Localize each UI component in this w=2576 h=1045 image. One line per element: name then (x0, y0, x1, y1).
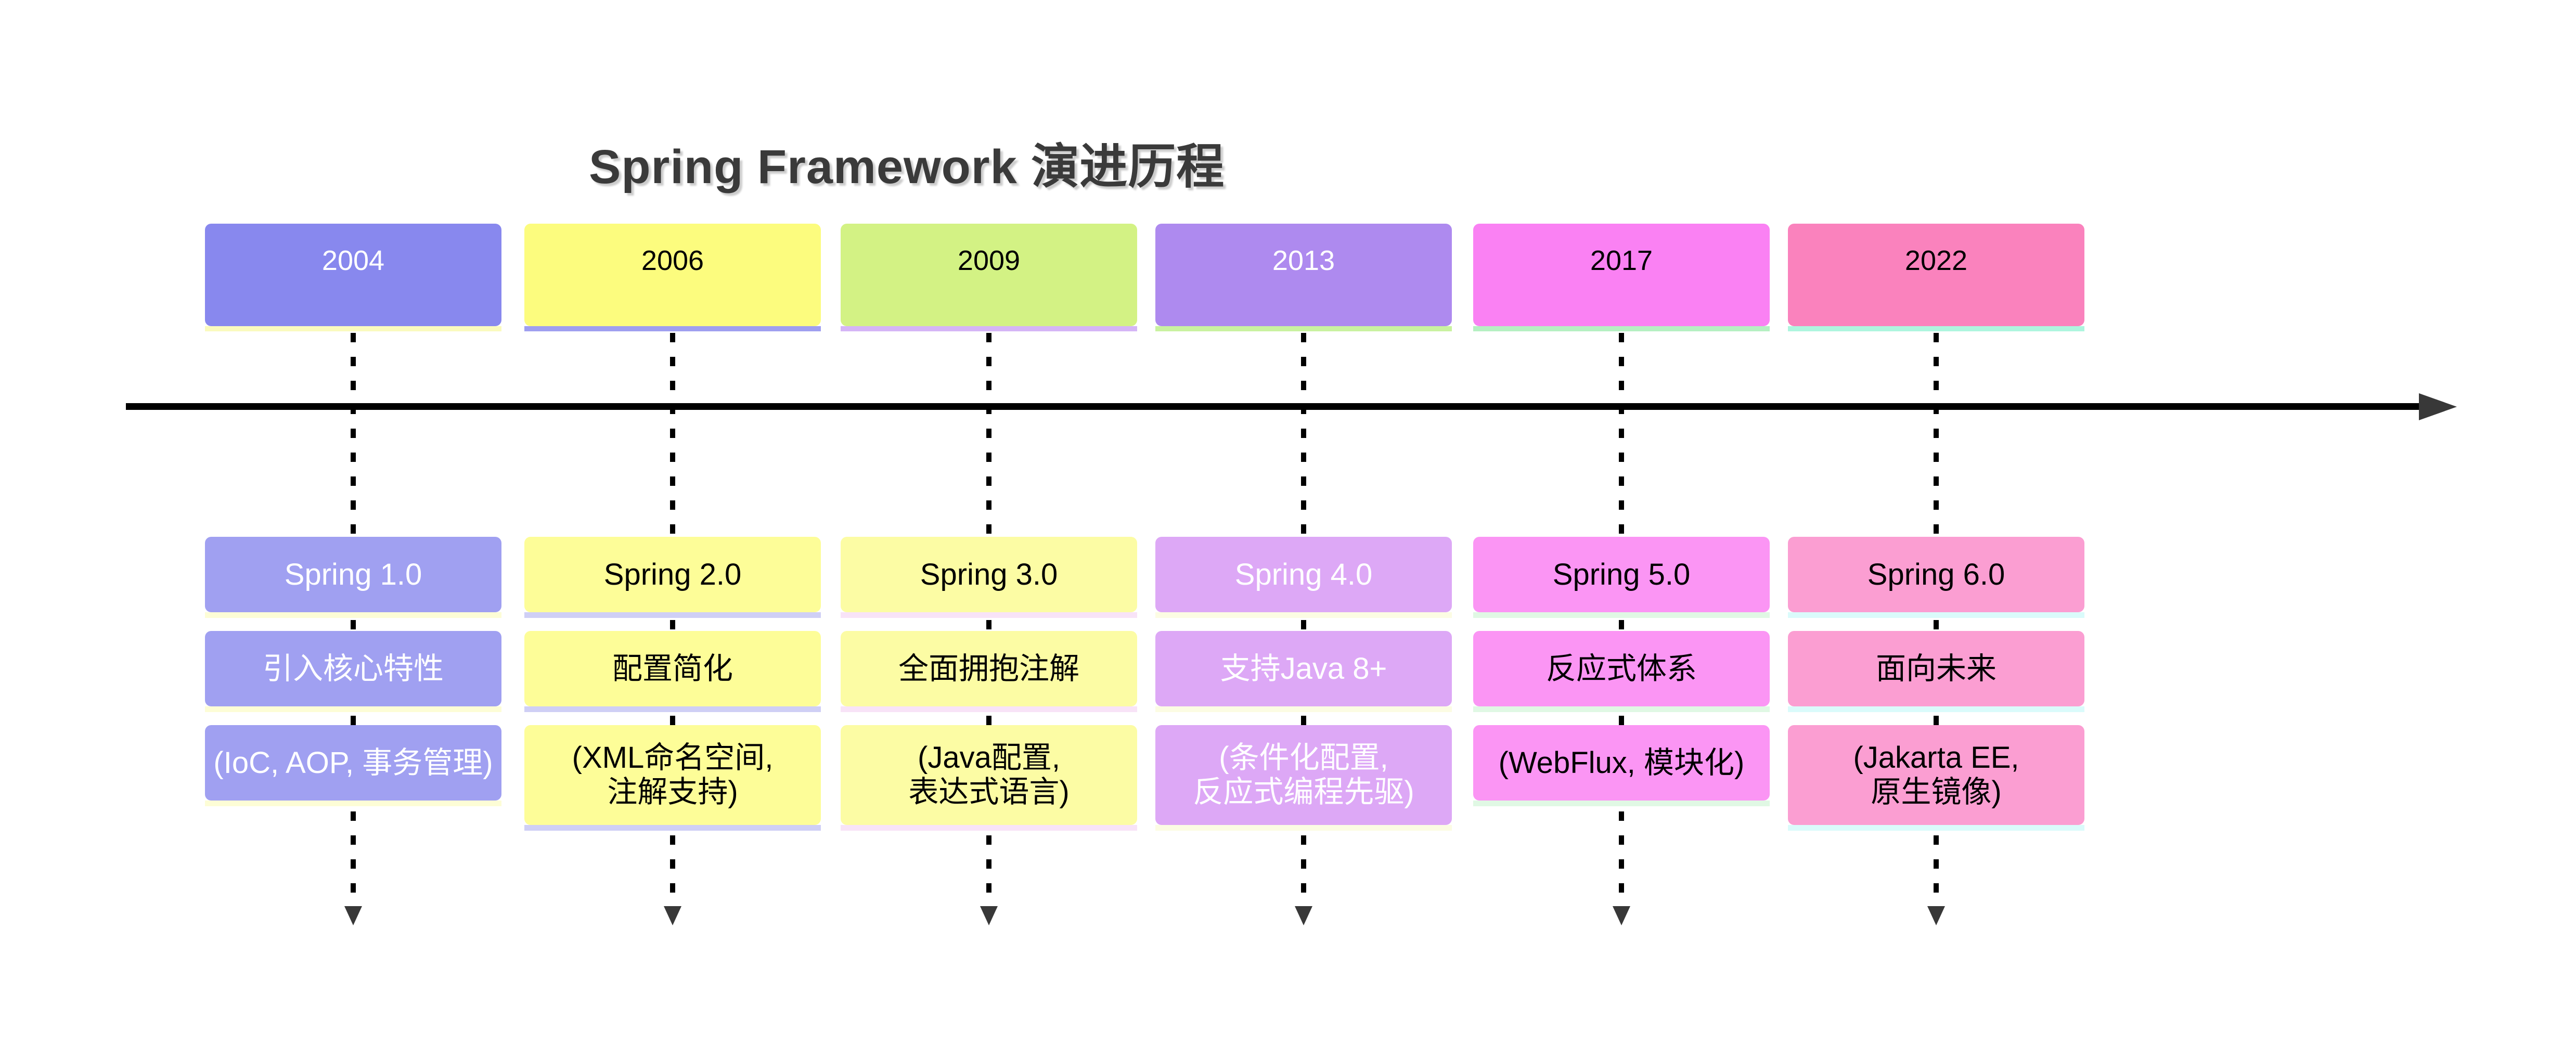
down-arrowhead-icon (980, 906, 998, 925)
box-shadow-strip (1473, 801, 1770, 806)
details-line: (XML命名空间, (572, 741, 774, 775)
details-line: (条件化配置, (1219, 741, 1388, 775)
dashed-connector-line (670, 333, 675, 906)
down-arrowhead-icon (1295, 906, 1312, 925)
theme-box: 反应式体系 (1473, 631, 1770, 712)
box-shadow-strip (1788, 612, 2084, 618)
version-box: Spring 1.0 (205, 537, 501, 618)
details-box: (Java配置, 表达式语言) (841, 725, 1137, 831)
year-period-box: 2004 (205, 224, 501, 331)
box-shadow-strip (524, 706, 821, 712)
timeline-column: 2009 Spring 3.0 全面拥抱注解 (Java配置, 表达式语言) (841, 0, 1137, 1045)
year-label: 2006 (641, 245, 704, 276)
version-label: Spring 5.0 (1552, 557, 1691, 591)
version-label: Spring 2.0 (603, 557, 742, 591)
year-label: 2013 (1272, 245, 1335, 276)
theme-box: 支持Java 8+ (1155, 631, 1452, 712)
timeline-column: 2022 Spring 6.0 面向未来 (Jakarta EE, 原生镜像) (1788, 0, 2084, 1045)
box-shadow-strip (1155, 825, 1452, 831)
box-shadow-strip (205, 612, 501, 618)
year-period-box: 2009 (841, 224, 1137, 331)
theme-box: 面向未来 (1788, 631, 2084, 712)
details-line: 表达式语言) (908, 775, 1070, 809)
details-line: 原生镜像) (1871, 775, 2002, 809)
box-shadow-strip (524, 612, 821, 618)
theme-box: 引入核心特性 (205, 631, 501, 712)
box-shadow-strip (841, 825, 1137, 831)
year-label: 2009 (957, 245, 1021, 276)
version-label: Spring 4.0 (1234, 557, 1373, 591)
box-shadow-strip (205, 706, 501, 712)
year-label: 2022 (1904, 245, 1968, 276)
time-axis-line (126, 403, 2420, 410)
box-shadow-strip (1155, 612, 1452, 618)
diagram-title: Spring Framework 演进历程 (589, 140, 1225, 193)
box-shadow-strip (1473, 612, 1770, 618)
box-shadow-strip (524, 326, 821, 331)
details-line: (Jakarta EE, (1853, 741, 2019, 775)
box-shadow-strip (205, 801, 501, 806)
details-line: (WebFlux, 模块化) (1498, 745, 1745, 780)
dashed-connector-line (351, 333, 356, 906)
year-label: 2004 (321, 245, 385, 276)
timeline-column: 2013 Spring 4.0 支持Java 8+ (条件化配置, 反应式编程先… (1155, 0, 1452, 1045)
year-period-box: 2013 (1155, 224, 1452, 331)
version-box: Spring 4.0 (1155, 537, 1452, 618)
right-arrowhead-icon (2419, 393, 2457, 420)
theme-label: 支持Java 8+ (1220, 651, 1387, 686)
theme-label: 全面拥抱注解 (898, 651, 1079, 686)
theme-label: 反应式体系 (1545, 651, 1697, 686)
down-arrowhead-icon (1927, 906, 1945, 925)
box-shadow-strip (1473, 706, 1770, 712)
version-label: Spring 6.0 (1867, 557, 2005, 591)
details-line: 反应式编程先驱) (1193, 775, 1414, 809)
dashed-connector-line (1619, 333, 1624, 906)
details-box: (IoC, AOP, 事务管理) (205, 725, 501, 806)
version-label: Spring 1.0 (284, 557, 422, 591)
box-shadow-strip (524, 825, 821, 831)
box-shadow-strip (841, 706, 1137, 712)
details-box: (条件化配置, 反应式编程先驱) (1155, 725, 1452, 831)
box-shadow-strip (1155, 326, 1452, 331)
version-label: Spring 3.0 (920, 557, 1058, 591)
theme-label: 配置简化 (612, 651, 733, 686)
box-shadow-strip (1788, 825, 2084, 831)
dashed-connector-line (1934, 333, 1939, 906)
details-line: 注解支持) (607, 775, 738, 809)
theme-box: 配置简化 (524, 631, 821, 712)
timeline-column: 2006 Spring 2.0 配置简化 (XML命名空间, 注解支持) (524, 0, 821, 1045)
box-shadow-strip (1788, 706, 2084, 712)
year-period-box: 2022 (1788, 224, 2084, 331)
box-shadow-strip (1155, 706, 1452, 712)
down-arrowhead-icon (664, 906, 681, 925)
version-box: Spring 2.0 (524, 537, 821, 618)
version-box: Spring 3.0 (841, 537, 1137, 618)
box-shadow-strip (1473, 326, 1770, 331)
theme-label: 引入核心特性 (262, 651, 444, 686)
theme-box: 全面拥抱注解 (841, 631, 1137, 712)
details-box: (WebFlux, 模块化) (1473, 725, 1770, 806)
year-label: 2017 (1590, 245, 1653, 276)
down-arrowhead-icon (344, 906, 362, 925)
year-period-box: 2006 (524, 224, 821, 331)
details-line: (IoC, AOP, 事务管理) (213, 745, 493, 780)
box-shadow-strip (841, 326, 1137, 331)
timeline-column: 2004 Spring 1.0 引入核心特性 (IoC, AOP, 事务管理) (205, 0, 501, 1045)
box-shadow-strip (205, 326, 501, 331)
dashed-connector-line (1301, 333, 1306, 906)
version-box: Spring 6.0 (1788, 537, 2084, 618)
dashed-connector-line (986, 333, 991, 906)
details-box: (XML命名空间, 注解支持) (524, 725, 821, 831)
box-shadow-strip (841, 612, 1137, 618)
details-box: (Jakarta EE, 原生镜像) (1788, 725, 2084, 831)
details-line: (Java配置, (918, 741, 1060, 775)
box-shadow-strip (1788, 326, 2084, 331)
version-box: Spring 5.0 (1473, 537, 1770, 618)
down-arrowhead-icon (1613, 906, 1630, 925)
timeline-column: 2017 Spring 5.0 反应式体系 (WebFlux, 模块化) (1473, 0, 1770, 1045)
theme-label: 面向未来 (1875, 651, 1997, 686)
year-period-box: 2017 (1473, 224, 1770, 331)
